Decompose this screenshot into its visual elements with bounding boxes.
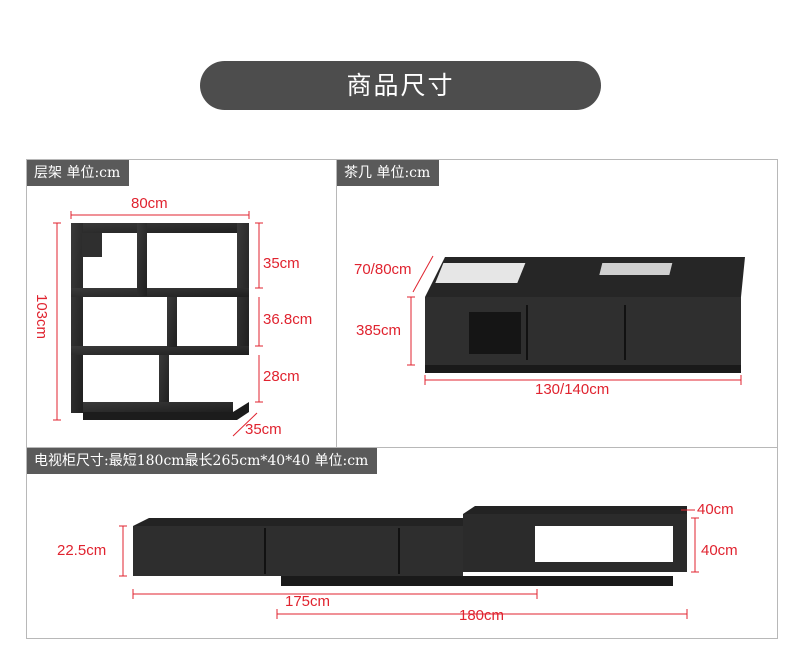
shelf-panel-label: 层架 单位:cm (27, 160, 130, 186)
tv-width2-dim: 180cm (459, 607, 505, 624)
tv-width1-dim: 175cm (285, 593, 331, 610)
shelf-panel: 层架 单位:cm (26, 159, 338, 449)
shelf-row1-dim: 35cm (263, 255, 300, 272)
tv-panel: 电视柜尺寸:最短180cm最长265cm*40*40 单位:cm 22.5cm … (26, 447, 778, 639)
tv-dimension-lines (119, 509, 699, 619)
tv-front-height-dim: 22.5cm (57, 542, 107, 559)
shelf-illustration (53, 211, 263, 437)
shelf-dimension-lines (53, 211, 263, 437)
section-title-banner: 商品尺寸 (200, 61, 601, 110)
table-panel-label: 茶几 单位:cm (337, 160, 440, 186)
table-depth-dim: 70/80cm (354, 261, 412, 278)
table-height-dim: 385cm (356, 322, 402, 339)
table-length-dim: 130/140cm (535, 381, 610, 398)
tv-top-depth-dim: 40cm (697, 501, 734, 518)
shelf-width-dim: 80cm (131, 195, 168, 212)
table-dimension-lines (407, 255, 742, 385)
tv-cabinet (133, 506, 687, 586)
tv-panel-label: 电视柜尺寸:最短180cm最长265cm*40*40 单位:cm (27, 448, 378, 474)
table-panel: 茶几 单位:cm 70/80cm 385cm 130/140cm (336, 159, 778, 449)
shelf-height-dim: 103cm (33, 294, 50, 340)
table-illustration (407, 255, 745, 385)
shelf-frame (71, 223, 249, 420)
shelf-row2-dim: 36.8cm (263, 311, 313, 328)
tv-illustration (119, 506, 699, 619)
tv-side-height-dim: 40cm (701, 542, 738, 559)
coffee-table (425, 257, 745, 373)
shelf-row3-dim: 28cm (263, 368, 300, 385)
shelf-depth-dim: 35cm (245, 421, 282, 438)
